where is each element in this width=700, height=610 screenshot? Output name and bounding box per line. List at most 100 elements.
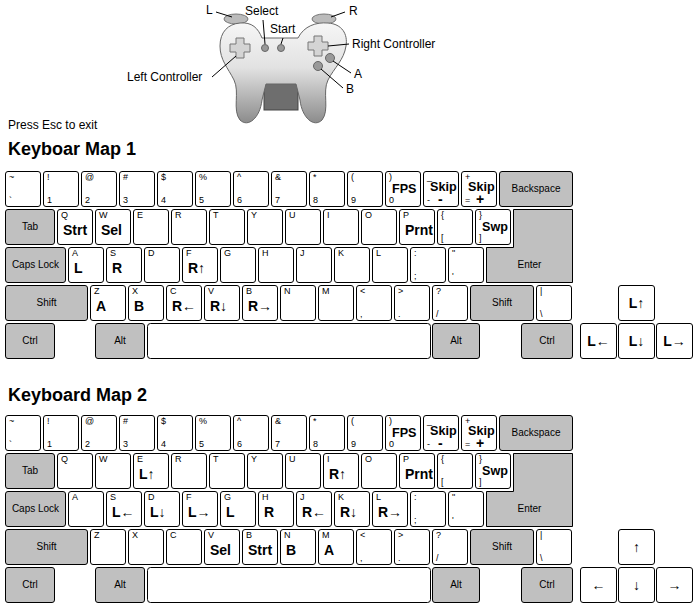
leader-line [331, 12, 345, 17]
key-cap: "' [448, 491, 484, 527]
key-label: V [208, 286, 214, 296]
key-cap: GL [220, 491, 256, 527]
controller-body [220, 23, 346, 123]
key-cap: Backspace [499, 415, 573, 451]
key-label: R↑ [188, 261, 205, 275]
leader-line [333, 61, 351, 73]
key-label: | [540, 286, 542, 296]
key-label: ^ [237, 172, 241, 182]
key-label: } [479, 454, 482, 464]
key-label: W [99, 210, 108, 220]
key-cap: <, [356, 285, 392, 321]
key-label: D [148, 492, 155, 502]
key-label: G [224, 248, 231, 258]
key-label: ? [436, 530, 441, 540]
section-heading: Keyboar Map 1 [8, 138, 136, 160]
key-label: U [289, 210, 296, 220]
key-label: Shift [36, 297, 56, 309]
key-label: FPS [392, 426, 417, 440]
key-label: Prnt [405, 467, 433, 481]
key-label: { [441, 210, 444, 220]
key-cap: )0FPS [385, 171, 421, 207]
enter-key-shape [487, 454, 573, 527]
key-label: 5 [199, 439, 204, 449]
key-label: ' [452, 515, 454, 525]
key-label: Strt [248, 543, 272, 557]
key-cap: Enter [486, 453, 573, 527]
key-cap: AL [68, 247, 104, 283]
key-label: * [313, 172, 317, 182]
space-bar [148, 324, 431, 359]
key-label: & [275, 172, 281, 182]
key-label: 8 [313, 195, 318, 205]
key-cap: J [296, 247, 332, 283]
key-label: Sel [101, 223, 122, 237]
key-label: # [123, 172, 128, 182]
key-cap: M [318, 285, 354, 321]
key-label: J [300, 492, 305, 502]
key-label: ~ [9, 416, 14, 426]
key-cap: CR← [166, 285, 202, 321]
leader-line [212, 56, 236, 77]
key-label: . [398, 309, 401, 319]
key-cap: |\ [536, 529, 572, 565]
key-label: , [360, 309, 363, 319]
callout-label: Left Controller [127, 70, 202, 84]
key-cap: }]Swp [475, 453, 511, 489]
controller-drawing [220, 14, 346, 123]
key-cap: BR→ [242, 285, 278, 321]
leader-line [321, 69, 343, 88]
key-cap: {[ [437, 453, 473, 489]
key-label: - [438, 436, 443, 450]
key-cap: T [209, 453, 245, 489]
key-label: L← [587, 334, 610, 348]
key-label: % [199, 416, 207, 426]
key-label: Alt [450, 335, 462, 347]
key-label: N [284, 530, 291, 540]
key-label: Skip [430, 424, 457, 438]
key-label: R→ [248, 299, 272, 313]
key-cap: R [171, 209, 207, 245]
key-label: 9 [351, 439, 356, 449]
key-label: ^ [237, 416, 241, 426]
key-cap: ^6 [233, 171, 269, 207]
key-label: | [540, 530, 542, 540]
key-label: & [275, 416, 281, 426]
key-cap: Alt [432, 323, 480, 359]
key-label: FPS [392, 182, 417, 196]
key-label: < [360, 286, 365, 296]
key-label: I [327, 454, 330, 464]
key-cap: <, [356, 529, 392, 565]
key-cap: Ctrl [521, 567, 573, 603]
key-cap: Caps Lock [5, 491, 66, 527]
leader-line [328, 44, 349, 46]
key-label: Backspace [512, 183, 561, 195]
key-label: - [427, 195, 430, 205]
key-cap: >. [394, 285, 430, 321]
key-label: Q [61, 210, 68, 220]
key-label: Caps Lock [12, 259, 59, 271]
key-label: 4 [161, 439, 166, 449]
key-cap: Tab [5, 209, 55, 245]
key-label: ' [452, 271, 454, 281]
key-label: ( [351, 172, 354, 182]
key-cap: U [285, 209, 321, 245]
key-label: Tab [22, 465, 38, 477]
key-label: W [99, 454, 108, 464]
key-cap: XB [128, 285, 164, 321]
key-label: > [398, 286, 403, 296]
key-label: S [110, 492, 116, 502]
key-label: / [436, 553, 439, 563]
key-cap: HR [258, 491, 294, 527]
key-label: E [137, 454, 143, 464]
key-cap: (9 [347, 171, 383, 207]
key-cap: FL→ [182, 491, 218, 527]
key-cap: ↑ [618, 529, 655, 565]
key-label: L↑ [139, 467, 155, 481]
key-label: B [286, 543, 296, 557]
key-label: ! [47, 172, 50, 182]
key-cap: ^6 [233, 415, 269, 451]
key-label: = [465, 195, 470, 205]
key-label: K [338, 248, 344, 258]
key-label: Ctrl [22, 579, 38, 591]
